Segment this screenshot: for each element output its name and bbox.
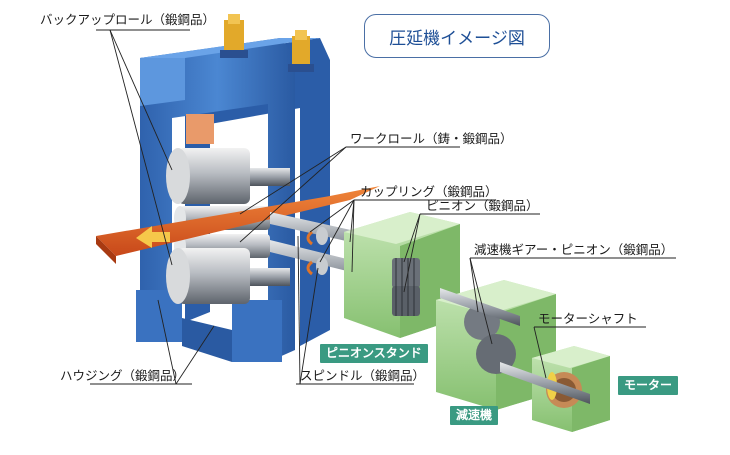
leader-lines xyxy=(90,29,676,385)
chock xyxy=(186,114,214,144)
screwdown-bolts xyxy=(220,14,314,72)
tag-reducer: 減速機 xyxy=(450,406,499,426)
diagram-title: 圧延機イメージ図 xyxy=(364,14,550,58)
tag-motor: モーター xyxy=(618,376,679,396)
steel-strip xyxy=(96,186,380,264)
label-reducer-gear: 減速機ギアー・ピニオン（鍛鋼品） xyxy=(474,242,674,257)
label-spindle: スピンドル（鍛鋼品） xyxy=(300,368,426,383)
label-pinion: ピニオン（鍛鋼品） xyxy=(426,198,539,213)
label-motor-shaft: モーターシャフト xyxy=(538,311,638,326)
label-backup-roll: バックアップロール（鍛鋼品） xyxy=(40,12,216,27)
tag-pinion-stand: ピニオンスタンド xyxy=(320,344,428,364)
label-coupling: カップリング（鍛鋼品） xyxy=(360,184,498,199)
label-housing: ハウジング（鍛鋼品） xyxy=(60,368,186,383)
label-work-roll: ワークロール（鋳・鍛鋼品） xyxy=(350,131,513,146)
motor-box xyxy=(500,346,610,432)
housing xyxy=(136,38,330,362)
